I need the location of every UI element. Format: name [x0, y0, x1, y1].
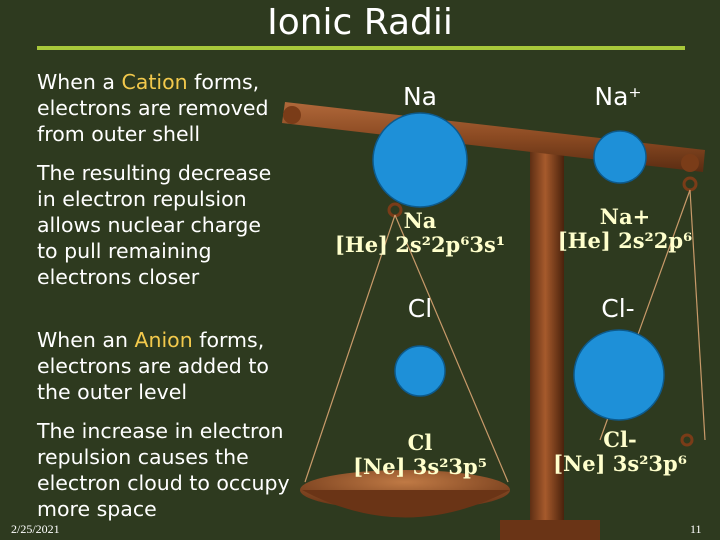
na-ion-config: Na+ [He] 2s²2p⁶	[545, 205, 705, 253]
cl-config: Cl [Ne] 3s²3p⁵	[340, 431, 500, 479]
right-beam-knob	[681, 154, 699, 172]
scale-base	[500, 520, 600, 540]
na-ion-symbol: Na⁺	[594, 82, 642, 111]
na-ion-config-symbol: Na+	[599, 204, 651, 229]
na-config: Na [He] 2s²2p⁶3s¹	[330, 209, 510, 257]
anion-paragraph: When an Anion forms, electrons are added…	[37, 327, 297, 405]
slide-date: 2/25/2021	[11, 522, 60, 536]
cation-detail-paragraph: The resulting decrease in electron repul…	[37, 161, 272, 289]
na-ion-config-text: [He] 2s²2p⁶	[557, 228, 693, 253]
cation-paragraph: When a Cation forms, electrons are remov…	[37, 69, 297, 147]
cl-config-text: [Ne] 3s²3p⁵	[353, 454, 487, 479]
anion-highlight: Anion	[134, 328, 193, 352]
left-pan-string	[304, 214, 396, 483]
title-underline	[37, 46, 685, 50]
left-beam-knob	[283, 106, 301, 124]
cl-ion-sphere	[573, 329, 665, 421]
cl-ion-config: Cl- [Ne] 3s²3p⁶	[540, 428, 700, 476]
cl-ion-config-symbol: Cl-	[603, 427, 637, 452]
scale-post	[530, 150, 564, 540]
slide-page-number: 11	[690, 522, 702, 536]
cation-highlight: Cation	[121, 70, 188, 94]
right-hook-lower	[680, 433, 694, 447]
cl-config-symbol: Cl	[407, 430, 433, 455]
na-config-symbol: Na	[403, 208, 437, 233]
na-symbol: Na	[402, 82, 438, 111]
anion-post: forms, electrons are added to the outer …	[37, 328, 269, 404]
cation-post: forms, electrons are removed from outer …	[37, 70, 269, 146]
na-ion-sphere	[593, 130, 647, 184]
na-config-text: [He] 2s²2p⁶3s¹	[334, 232, 506, 257]
right-pan-string	[689, 189, 706, 441]
left-pan-bowl	[302, 490, 510, 518]
left-pan-string	[394, 214, 509, 483]
cation-pre: When a	[37, 70, 122, 94]
na-atom-sphere	[372, 112, 468, 208]
slide-title: Ionic Radii	[267, 2, 453, 43]
anion-detail-paragraph: The increase in electron repulsion cause…	[37, 419, 290, 521]
cl-atom-sphere	[394, 345, 446, 397]
anion-pre: When an	[37, 328, 135, 352]
cl-ion-symbol: Cl-	[601, 294, 635, 323]
cl-ion-config-text: [Ne] 3s²3p⁶	[553, 451, 687, 476]
cl-symbol: Cl	[407, 294, 433, 323]
